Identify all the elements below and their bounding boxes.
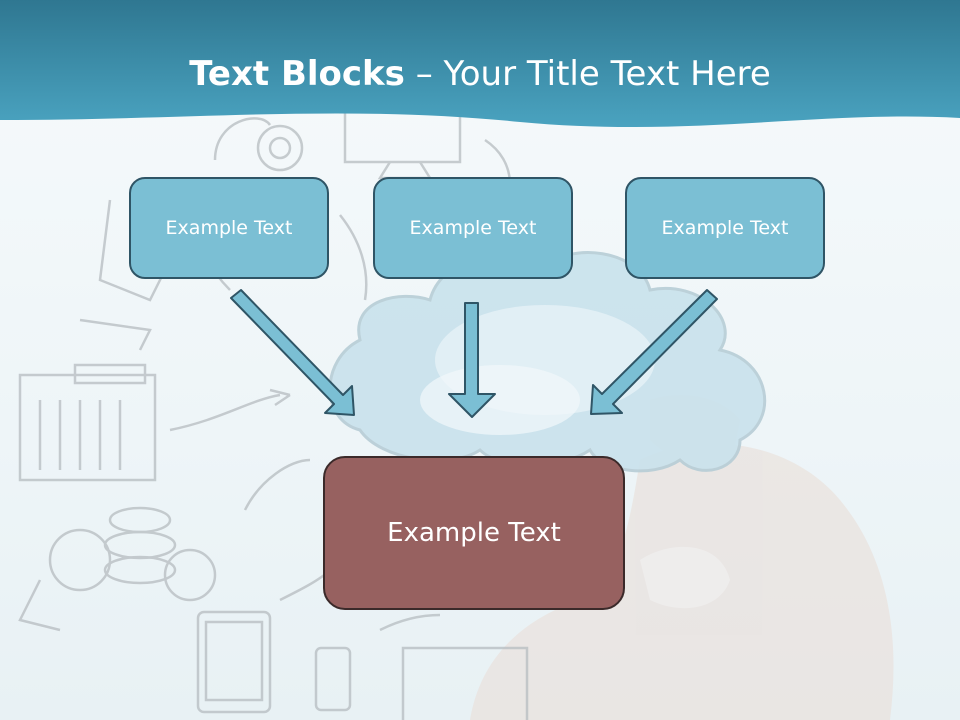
arrow-right — [590, 289, 718, 415]
main-text-block[interactable]: Example Text — [323, 456, 625, 610]
header-band — [0, 0, 960, 128]
text-block-3[interactable]: Example Text — [625, 177, 825, 279]
cloud-image — [328, 251, 767, 473]
title-rest: – Your Title Text Here — [404, 54, 771, 94]
arrow-left — [230, 289, 355, 416]
text-block-2-label: Example Text — [409, 217, 537, 239]
text-block-1-label: Example Text — [165, 217, 293, 239]
text-block-1[interactable]: Example Text — [129, 177, 329, 279]
main-text-block-label: Example Text — [387, 518, 561, 548]
text-block-3-label: Example Text — [661, 217, 789, 239]
text-block-2[interactable]: Example Text — [373, 177, 573, 279]
slide-title: Text Blocks – Your Title Text Here — [0, 52, 960, 96]
arrow-center — [448, 302, 496, 418]
title-bold: Text Blocks — [189, 54, 405, 94]
